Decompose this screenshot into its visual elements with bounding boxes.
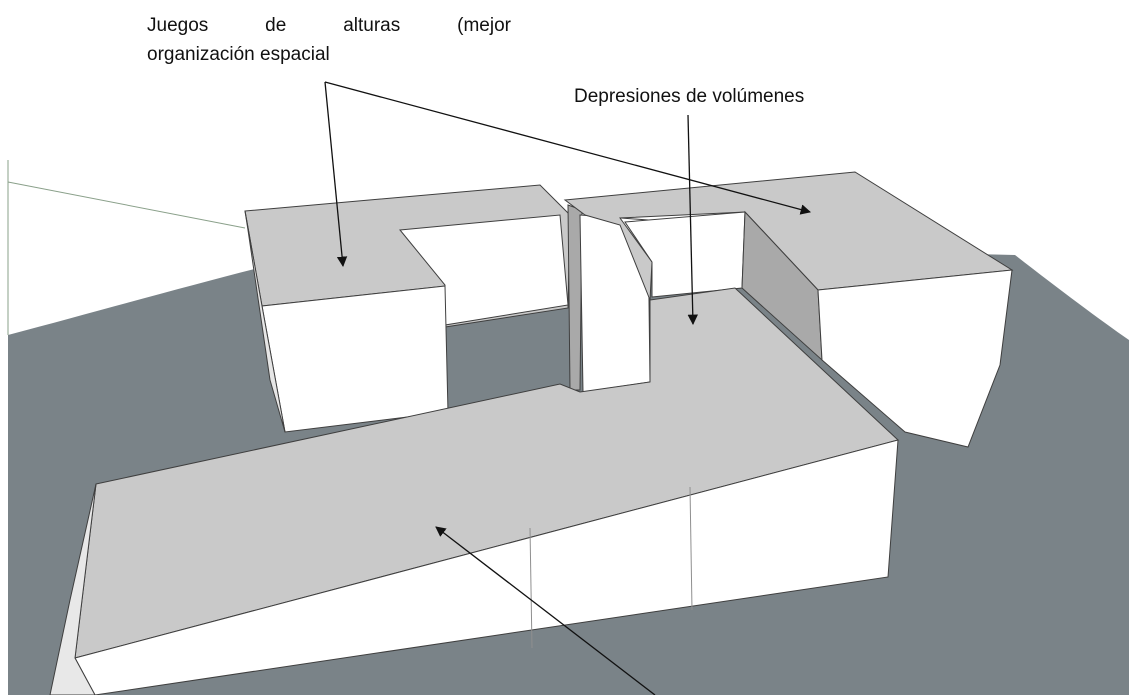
depressions-arrow <box>687 114 698 326</box>
front-long-block-joint-2 <box>689 486 693 611</box>
middle-tower-block <box>567 204 651 393</box>
heights-word-3: alturas <box>343 15 401 36</box>
back-right-block-roof <box>563 171 1014 301</box>
back-right-block-inner-back-wall <box>624 211 746 298</box>
heights-word-2: de <box>265 15 287 36</box>
back-left-block-side-wall <box>244 210 286 433</box>
ground-edge-line <box>7 181 246 229</box>
heights-arrow-right <box>324 81 812 215</box>
front-long-block-side-wall <box>49 483 97 695</box>
heights-annotation-line-1: Juegos de alturas (mejor <box>147 12 511 40</box>
roof-arrow <box>435 526 656 695</box>
heights-word-4: (mejor <box>457 15 511 36</box>
back-left-block-front-wall <box>261 285 449 433</box>
front-long-block <box>49 287 900 695</box>
back-right-block-front-wall <box>817 269 1013 448</box>
depressions-annotation: Depresiones de volúmenes <box>574 86 805 107</box>
heights-word-1: Juegos <box>147 15 209 36</box>
back-right-block <box>563 171 1014 448</box>
back-left-block <box>244 184 571 433</box>
back-left-block-notch-wall <box>399 214 569 326</box>
heights-annotation-line-2: organización espacial <box>147 44 330 65</box>
heights-arrow-left <box>324 81 348 268</box>
front-long-block-joint-1 <box>529 527 533 649</box>
